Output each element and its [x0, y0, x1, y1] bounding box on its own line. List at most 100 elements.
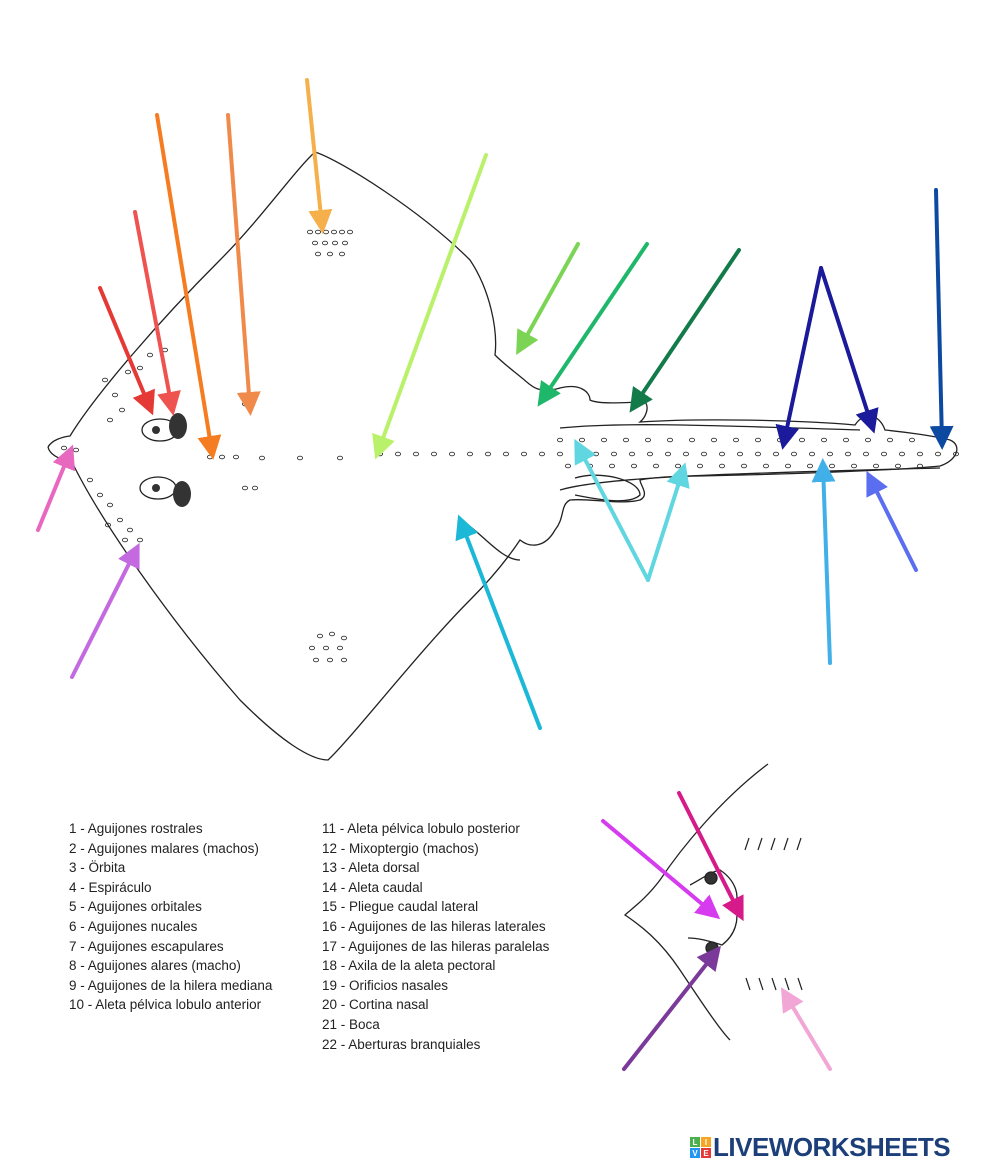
thorn-dot [908, 437, 916, 443]
legend-item: 10 - Aleta pélvica lobulo anterior [69, 997, 262, 1013]
arrow-orbit [133, 210, 181, 416]
arrow-nostrils [601, 819, 721, 920]
thorn-dot [736, 451, 744, 457]
thorn-dot [828, 463, 836, 469]
spiracle-lower [173, 481, 191, 507]
thorn-dot [718, 463, 726, 469]
thorn-dot [306, 229, 314, 235]
legend-item: 20 - Cortina nasal [322, 997, 429, 1013]
legend-item: 22 - Aberturas branquiales [322, 1036, 481, 1052]
arrow-malar [98, 286, 155, 416]
thorn-dot [336, 455, 344, 461]
thorn-dot [328, 631, 336, 637]
thorn-dot [331, 240, 339, 246]
thorn-dot [564, 463, 572, 469]
thorn-dot [340, 635, 348, 641]
thorn-dot [674, 463, 682, 469]
legend-item: 18 - Axila de la aleta pectoral [322, 958, 496, 974]
thorn-dot [710, 437, 718, 443]
thorn-dot [820, 437, 828, 443]
thorn-dot [101, 377, 109, 383]
thorn-dot [688, 437, 696, 443]
logo-tile: I [701, 1137, 711, 1147]
thorn-dot [872, 463, 880, 469]
thorn-dot [776, 437, 784, 443]
legend-item: 1 - Aguijones rostrales [69, 821, 203, 836]
thorn-dot [241, 485, 249, 491]
thorn-dot [578, 437, 586, 443]
thorn-dot [740, 463, 748, 469]
thorn-dot [916, 451, 924, 457]
arrow-pelvic-posterior [537, 242, 649, 407]
thorn-dot [448, 451, 456, 457]
spiracle-upper [169, 413, 187, 439]
thorn-dot [520, 451, 528, 457]
arrow-caudal [929, 188, 954, 450]
thorn-dot [762, 463, 770, 469]
thorn-dot [106, 417, 114, 423]
tail-lower-line [559, 467, 941, 491]
thorn-dot [394, 451, 402, 457]
thorn-dot [72, 447, 80, 453]
legend-item: 17 - Aguijones de las hileras paralelas [322, 938, 550, 954]
thorn-dot [644, 437, 652, 443]
thorn-dot [798, 437, 806, 443]
arrow-lateral-fold [866, 470, 918, 572]
arrow-dorsal-a [775, 266, 823, 450]
thorn-dot [314, 251, 322, 257]
arrow-nuchal [305, 78, 333, 234]
arrow-nasal-curtain [677, 791, 744, 922]
thorn-dot [232, 454, 240, 460]
thorn-dot [412, 451, 420, 457]
thorn-dot [326, 251, 334, 257]
thorn-dot [430, 451, 438, 457]
thorn-dot [622, 437, 630, 443]
thorn-dot [898, 451, 906, 457]
label-arrows [36, 78, 954, 1071]
legend-item: 7 - Aguijones escapulares [69, 938, 224, 954]
thorn-dot [241, 401, 249, 407]
arrow-lateral-rows [811, 458, 836, 665]
arrow-dorsal-b [819, 266, 879, 434]
logo-wordmark: LIVEWORKSHEETS [713, 1132, 951, 1162]
legend-item: 2 - Aguijones malares (machos) [69, 840, 259, 856]
thorn-dot [682, 451, 690, 457]
thorn-dot [60, 445, 68, 451]
thorn-dot [628, 451, 636, 457]
thorn-dot [934, 451, 942, 457]
arrow-pelvic-anterior [516, 242, 580, 355]
legend-item: 14 - Aleta caudal [322, 879, 423, 895]
thorn-dot [502, 451, 510, 457]
thorn-dot [136, 365, 144, 371]
thorn-dot [206, 454, 214, 460]
thorn-dot [121, 537, 129, 543]
thorn-dot [754, 437, 762, 443]
thorn-dot [338, 229, 346, 235]
thorn-dot [806, 463, 814, 469]
arrow-mouth [622, 945, 721, 1071]
arrow-axil [455, 514, 542, 730]
legend-item: 8 - Aguijones alares (macho) [69, 958, 241, 974]
thorn-dot [608, 463, 616, 469]
legend-item: 12 - Mixoptergio (machos) [322, 840, 479, 856]
liveworksheets-logo[interactable]: L I V E LIVEWORKSHEETS [690, 1132, 951, 1163]
legend-item: 13 - Aleta dorsal [322, 860, 420, 876]
thorn-dot [916, 463, 924, 469]
thorn-dot [340, 657, 348, 663]
legend-item: 16 - Aguijones de las hileras laterales [322, 918, 546, 934]
arrow-rostral [36, 444, 76, 532]
arrow-parallel-rows-a [574, 438, 650, 582]
thorn-dot [556, 451, 564, 457]
pelvic-fin-lobe [574, 474, 641, 502]
thorn-dot [862, 451, 870, 457]
thorn-dot [126, 527, 134, 533]
thorn-dot [116, 517, 124, 523]
thorn-dot [842, 437, 850, 443]
thorn-dot [646, 451, 654, 457]
thorn-dot [844, 451, 852, 457]
thorn-dot [952, 451, 960, 457]
thorn-dot [864, 437, 872, 443]
arrow-gills [780, 987, 832, 1071]
thorn-dot [808, 451, 816, 457]
